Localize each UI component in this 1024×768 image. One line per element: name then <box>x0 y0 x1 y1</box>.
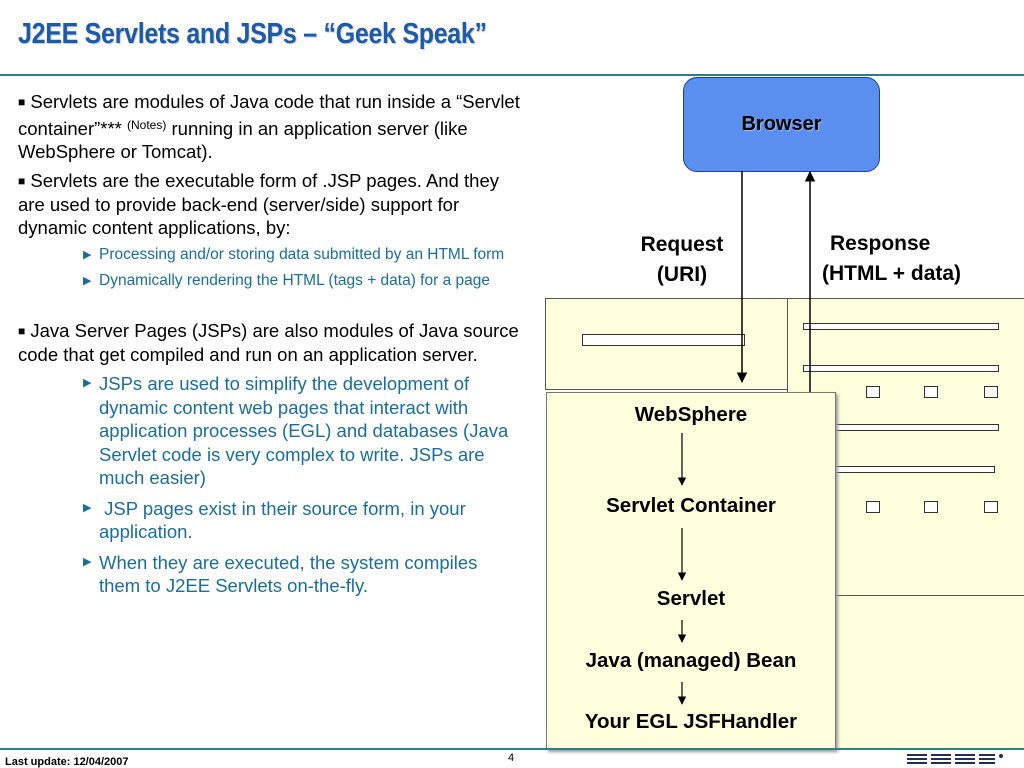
browser-label: Browser <box>741 113 822 135</box>
mock-checkbox <box>866 501 880 513</box>
sub-bullet-rendering: ▶ Dynamically rendering the HTML (tags +… <box>83 271 523 291</box>
bullet-text: ■ Servlets are modules of Java code that… <box>18 90 523 605</box>
sub-bullet-compiled-text: When they are executed, the system compi… <box>99 551 478 597</box>
triangle-bullet-icon: ▶ <box>83 501 92 514</box>
servlet-container-label: Servlet Container <box>606 494 776 517</box>
square-bullet-icon: ■ <box>18 95 26 109</box>
bullet-jsps: ■ Java Server Pages (JSPs) are also modu… <box>18 319 523 366</box>
mock-line-bar <box>803 323 999 330</box>
request-label-line1: Request <box>640 233 724 256</box>
page-number: 4 <box>508 752 515 764</box>
response-label-line2: (HTML + data) <box>822 262 962 285</box>
websphere-panel: WebSphere Servlet Container Servlet Java… <box>546 392 836 750</box>
bullet-executable-form-text: Servlets are the executable form of .JSP… <box>18 170 499 238</box>
square-bullet-icon: ■ <box>18 324 26 338</box>
triangle-bullet-icon: ▶ <box>83 377 92 389</box>
company-logo-icon <box>907 754 1003 764</box>
request-label-line2: (URI) <box>656 263 708 286</box>
mock-checkbox <box>984 386 998 398</box>
managed-bean-label: Java (managed) Bean <box>585 649 797 672</box>
mock-line-bar <box>803 365 999 372</box>
response-label: Response (HTML + data) <box>822 229 1008 289</box>
mock-line-bar <box>830 466 995 473</box>
sub-bullet-simplify: ▶ JSPs are used to simplify the developm… <box>83 372 523 490</box>
mock-input-bar <box>582 334 745 346</box>
mock-checkbox <box>866 386 880 398</box>
sub-bullet-simplify-text: JSPs are used to simplify the developmen… <box>99 373 509 488</box>
sub-bullet-processing: ▶ Processing and/or storing data submitt… <box>83 245 523 265</box>
slide-title: J2EE Servlets and JSPs – “Geek Speak” <box>18 18 487 50</box>
sub-bullet-source-form-text: JSP pages exist in their source form, in… <box>99 497 471 543</box>
title-divider <box>0 74 1024 76</box>
mock-line-bar <box>830 424 999 431</box>
triangle-bullet-icon: ▶ <box>83 249 92 261</box>
mock-checkbox <box>924 386 938 398</box>
sub-bullet-compiled: ▶ When they are executed, the system com… <box>83 551 523 598</box>
notes-marker: (Notes) <box>127 118 167 132</box>
servlet-label: Servlet <box>656 587 726 610</box>
footer-divider <box>0 748 1024 750</box>
bullet-executable-form: ■ Servlets are the executable form of .J… <box>18 169 523 239</box>
bullet-jsps-text: Java Server Pages (JSPs) are also module… <box>18 320 519 365</box>
mock-checkbox <box>924 501 938 513</box>
sub-bullet-rendering-text: Dynamically rendering the HTML (tags + d… <box>99 272 490 289</box>
jsfhandler-label: Your EGL JSFHandler <box>584 710 798 733</box>
request-label: Request (URI) <box>626 230 738 290</box>
bullet-servlets: ■ Servlets are modules of Java code that… <box>18 90 523 163</box>
triangle-bullet-icon: ▶ <box>83 555 92 568</box>
sub-bullet-processing-text: Processing and/or storing data submitted… <box>99 246 505 263</box>
websphere-label: WebSphere <box>634 403 748 426</box>
browser-box: Browser <box>683 77 880 172</box>
mock-checkbox <box>984 501 998 513</box>
triangle-bullet-icon: ▶ <box>83 275 92 287</box>
bullet-servlets-text-a: Servlets are modules of Java code that r… <box>18 91 520 139</box>
bullet-servlets-text-b: running in an application server (like W… <box>18 118 468 162</box>
last-update: Last update: 12/04/2007 <box>5 756 129 768</box>
sub-bullet-source-form: ▶ JSP pages exist in their source form, … <box>83 497 523 544</box>
response-label-line1: Response <box>830 232 931 255</box>
square-bullet-icon: ■ <box>18 174 26 188</box>
